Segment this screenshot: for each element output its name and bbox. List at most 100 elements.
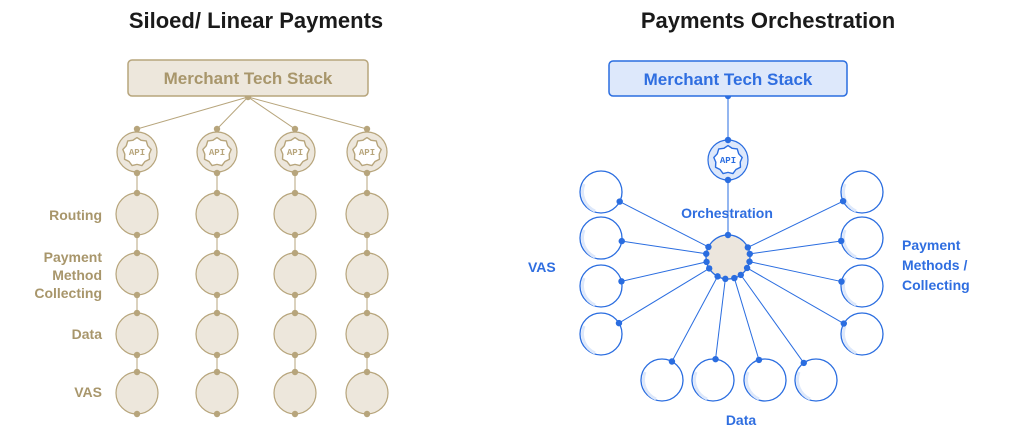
right-node-dot-data-0 <box>668 358 676 365</box>
left-merchant-stack: Merchant Tech Stack <box>127 59 369 97</box>
left-node-top-dot-3-0 <box>363 189 371 197</box>
right-node-vas-2 <box>579 264 623 308</box>
left-fan-line-2 <box>247 96 296 130</box>
hub-dot-vas-2 <box>703 258 710 266</box>
hub-dot-data-3 <box>737 271 745 279</box>
orchestration-hub <box>705 234 751 280</box>
right-node-payment-1 <box>840 216 884 260</box>
left-node-top-dot-2-1 <box>291 249 299 257</box>
right-spoke-data-2 <box>733 277 760 361</box>
left-node-top-dot-0-1 <box>133 249 141 257</box>
payment-methods-label-1: Payment <box>902 237 961 253</box>
right-api-gear <box>713 144 743 175</box>
right-node-dot-data-1 <box>712 355 719 363</box>
right-node-vas-1 <box>579 216 623 260</box>
left-node-top-dot-1-2 <box>213 309 221 317</box>
hub-dot-vas-1 <box>703 250 710 257</box>
right-node-payment-0 <box>840 170 884 214</box>
left-api-3-text: API <box>359 148 375 158</box>
left-api-bottom-dot-0 <box>133 169 141 177</box>
right-node-shade-vas-0 <box>581 183 596 213</box>
right-api-text: API <box>720 156 736 166</box>
right-labels: Orchestration VAS Payment Methods / Coll… <box>528 205 970 428</box>
right-node-shade-vas-3 <box>581 325 596 355</box>
left-node-top-dot-2-2 <box>291 309 299 317</box>
row-label-vas: VAS <box>74 384 102 400</box>
left-api-2-text: API <box>287 148 303 158</box>
left-fan-dot-2 <box>291 125 299 133</box>
left-fan-dot-3 <box>363 125 371 133</box>
row-label-routing: Routing <box>49 207 102 223</box>
left-node-2-2 <box>273 312 317 356</box>
hub-dot-data-1 <box>722 275 729 283</box>
left-node-top-dot-1-3 <box>213 368 221 376</box>
left-node-bottom-dot-2-1 <box>291 291 299 299</box>
left-node-bottom-dot-3-3 <box>363 410 371 418</box>
payment-methods-label-2: Methods / <box>902 257 967 273</box>
row-label-data: Data <box>72 326 103 342</box>
left-node-0-3 <box>115 371 159 415</box>
left-node-0-1 <box>115 252 159 296</box>
right-spoke-payment-3 <box>746 267 845 324</box>
right-node-dot-data-2 <box>755 356 763 364</box>
left-node-3-2 <box>345 312 389 356</box>
left-node-bottom-dot-3-2 <box>363 351 371 359</box>
left-node-0-2 <box>115 312 159 356</box>
left-node-1-3 <box>195 371 239 415</box>
left-node-top-dot-2-0 <box>291 189 299 197</box>
right-node-shade-payment-3 <box>842 325 857 355</box>
left-merchant-stack-box <box>127 59 369 97</box>
right-node-shade-vas-2 <box>581 277 596 307</box>
right-spoke-payment-1 <box>749 240 842 255</box>
left-node-3-1 <box>345 252 389 296</box>
right-node-dot-data-3 <box>800 359 807 367</box>
left-node-top-dot-1-1 <box>213 249 221 257</box>
right-node-shade-data-2 <box>745 371 760 401</box>
hub-top-dot <box>724 231 732 239</box>
hub-dot-data-2 <box>731 274 738 282</box>
right-node-shade-data-1 <box>693 371 708 401</box>
left-node-top-dot-0-2 <box>133 309 141 317</box>
left-fan-line-1 <box>216 96 249 130</box>
left-node-top-dot-2-3 <box>291 368 299 376</box>
left-api-1-gear <box>202 136 232 167</box>
right-spoke-vas-1 <box>621 240 707 255</box>
right-node-shade-data-0 <box>642 371 657 401</box>
right-spoke-payment-2 <box>749 261 842 283</box>
left-node-0-0 <box>115 192 159 236</box>
left-node-2-3 <box>273 371 317 415</box>
left-node-3-3 <box>345 371 389 415</box>
right-node-dot-vas-3 <box>615 319 623 327</box>
left-node-3-0 <box>345 192 389 236</box>
left-node-bottom-dot-3-1 <box>363 291 371 299</box>
left-node-bottom-dot-3-0 <box>363 231 371 239</box>
row-label-collecting: Collecting <box>34 285 102 301</box>
hub-dot-payment-0 <box>744 244 751 251</box>
right-node-data-2 <box>743 358 787 402</box>
right-node-shade-vas-1 <box>581 229 596 259</box>
right-node-dot-payment-2 <box>838 278 845 285</box>
left-node-2-1 <box>273 252 317 296</box>
left-node-bottom-dot-0-1 <box>133 291 141 299</box>
right-spoke-vas-3 <box>618 267 710 324</box>
right-merchant-stack: Merchant Tech Stack <box>608 60 848 97</box>
left-node-bottom-dot-1-3 <box>213 410 221 418</box>
left-merchant-stack-label: Merchant Tech Stack <box>164 69 333 88</box>
left-node-top-dot-3-3 <box>363 368 371 376</box>
left-node-bottom-dot-0-3 <box>133 410 141 418</box>
right-diagram-title: Payments Orchestration <box>640 8 896 33</box>
right-node-shade-payment-1 <box>842 229 857 259</box>
left-node-bottom-dot-0-0 <box>133 231 141 239</box>
right-node-vas-0 <box>579 170 623 214</box>
left-node-top-dot-1-0 <box>213 189 221 197</box>
left-node-top-dot-3-1 <box>363 249 371 257</box>
hub-dot-vas-3 <box>705 265 713 272</box>
right-node-data-0 <box>640 358 684 402</box>
left-node-1-1 <box>195 252 239 296</box>
right-spoke-data-1 <box>715 278 726 360</box>
left-fan-line-3 <box>247 96 368 130</box>
hub-dot-payment-3 <box>743 264 751 272</box>
left-node-1-2 <box>195 312 239 356</box>
data-label: Data <box>726 412 757 428</box>
